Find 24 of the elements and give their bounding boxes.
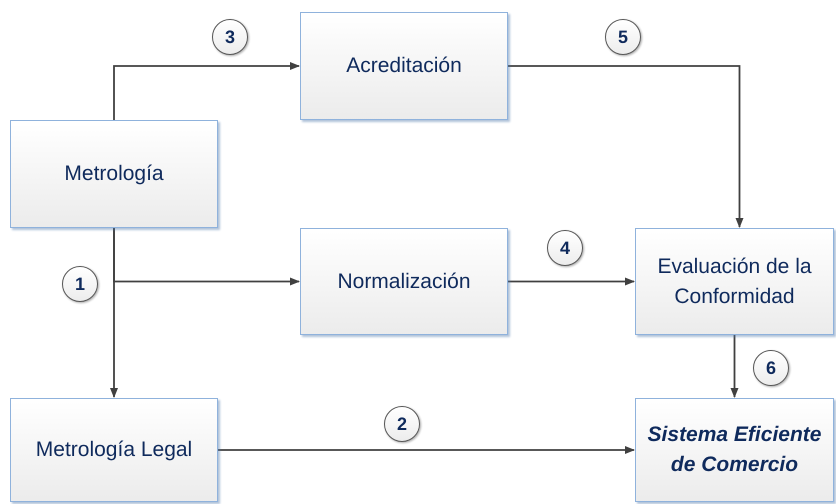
box-label: Metrología Legal (36, 437, 192, 463)
arrow (113, 62, 300, 120)
process-box (300, 12, 508, 120)
box-label: Sistema Eficiente de Comercio (646, 422, 822, 478)
arrow (508, 278, 635, 286)
step-number: 1 (62, 266, 98, 302)
step-number: 3 (212, 19, 248, 55)
box-label: Normalización (337, 268, 471, 294)
step-number: 4 (547, 230, 583, 266)
process-box (635, 398, 834, 502)
arrow (218, 446, 635, 454)
arrow (730, 335, 738, 398)
box-label: Metrología (64, 161, 164, 187)
step-number: 6 (753, 350, 789, 386)
arrow (508, 65, 744, 228)
process-box (300, 228, 508, 335)
box-label: Evaluación de la Conformidad (656, 254, 813, 310)
process-box (10, 120, 218, 228)
arrow (110, 228, 118, 398)
process-box (635, 228, 834, 335)
step-number: 5 (605, 19, 641, 55)
box-label: Acreditación (346, 53, 462, 79)
process-box (10, 398, 218, 502)
step-number: 2 (384, 406, 420, 442)
